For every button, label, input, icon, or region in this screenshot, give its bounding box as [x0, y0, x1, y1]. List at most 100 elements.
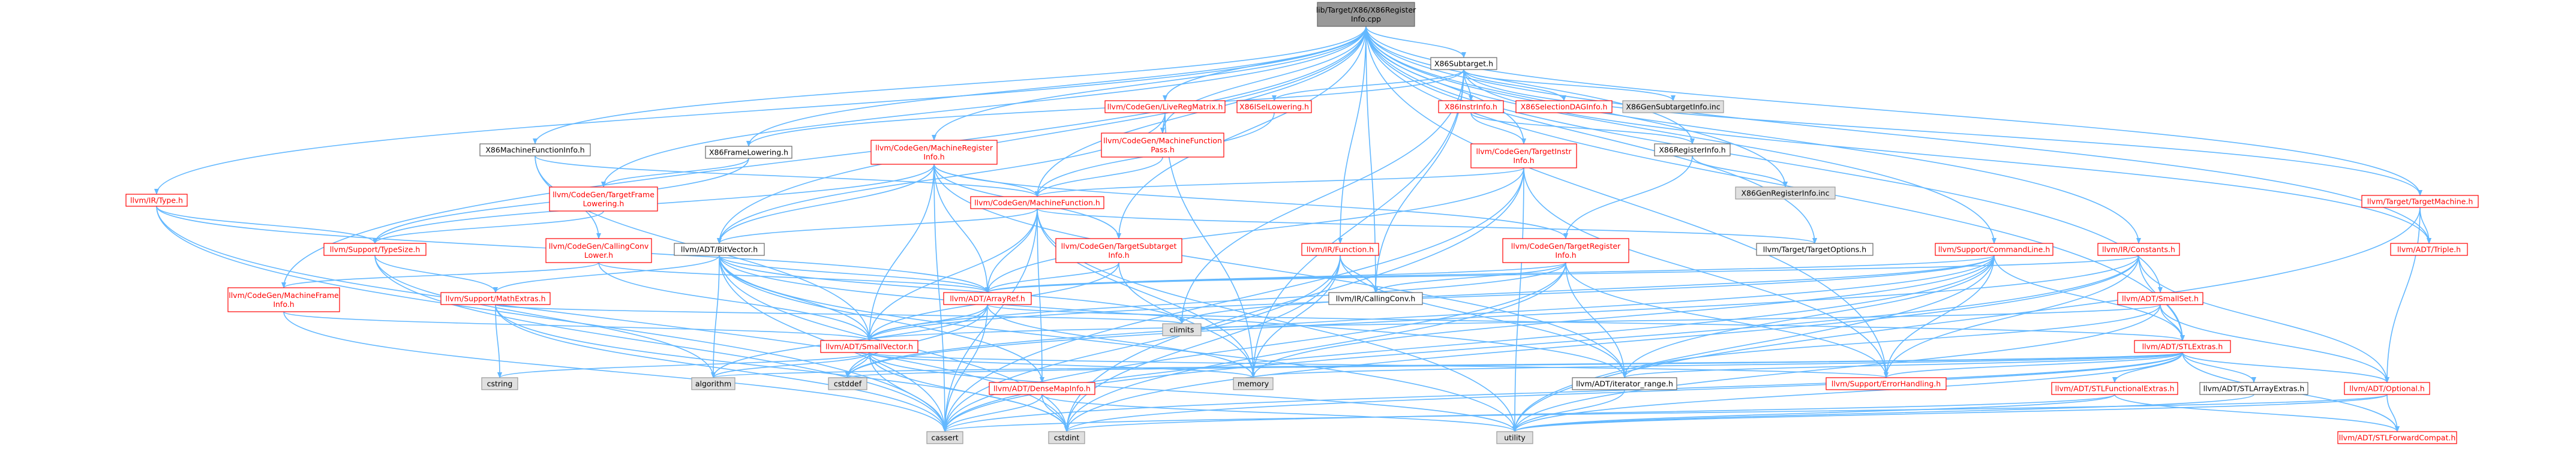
- edge-x86machinefunctioninfo-h-to-machinefunction-h: [535, 155, 1040, 197]
- edge-bitvector-h-to-smallvector-h: [719, 255, 872, 341]
- node-label: llvm/ADT/ArrayRef.h: [950, 294, 1025, 303]
- node-targetoptions-h[interactable]: llvm/Target/TargetOptions.h: [1756, 243, 1874, 256]
- edge-targetregisterinfo-h-to-cstdint: [1064, 262, 1566, 432]
- node-x86machinefunctioninfo-h[interactable]: X86MachineFunctionInfo.h: [479, 143, 591, 156]
- node-label: X86GenRegisterInfo.inc: [1742, 189, 1830, 198]
- node-label: Lowering.h: [583, 199, 625, 208]
- edge-root-to-irtype-h: [154, 26, 1367, 195]
- node-box: [989, 382, 1095, 395]
- node-liveregmatrix-h[interactable]: llvm/CodeGen/LiveRegMatrix.h: [1104, 100, 1226, 113]
- node-box: [2134, 340, 2231, 353]
- edge-bitvector-h-to-densemapinfo-h: [719, 255, 1044, 383]
- node-box: [870, 140, 998, 165]
- node-x86setlowering-h[interactable]: X86ISelLowering.h: [1236, 100, 1312, 113]
- edge-smallset-h-to-optional-h: [2160, 304, 2389, 383]
- node-box: [125, 194, 188, 207]
- edge-typesize-h-to-algorithm: [374, 255, 716, 378]
- edge-liveregmatrix-h-to-memory: [1164, 112, 1256, 378]
- node-cstdint: cstdint: [1048, 431, 1085, 444]
- node-typesize-h[interactable]: llvm/Support/TypeSize.h: [323, 243, 427, 256]
- node-cassert: cassert: [926, 431, 963, 444]
- node-errorhandling-h[interactable]: llvm/Support/ErrorHandling.h: [1826, 377, 1947, 390]
- node-irtype-h[interactable]: llvm/IR/Type.h: [125, 194, 188, 207]
- node-box: [1502, 238, 1629, 263]
- node-label: cstddef: [834, 379, 862, 388]
- node-smallset-h[interactable]: llvm/ADT/SmallSet.h: [2117, 292, 2203, 305]
- edge-machineregisterinfo-h-to-arrayref-h: [933, 164, 990, 293]
- node-callingconv-h[interactable]: llvm/IR/CallingConv.h: [1328, 292, 1423, 305]
- node-densemapinfo-h[interactable]: llvm/ADT/DenseMapInfo.h: [989, 382, 1095, 395]
- edge-irfunction-h-to-cstdint: [1064, 255, 1341, 432]
- node-label: llvm/ADT/Triple.h: [2397, 245, 2461, 254]
- node-label: llvm/Support/ErrorHandling.h: [1832, 379, 1941, 388]
- node-x86instrinfo-h[interactable]: X86InstrInfo.h: [1438, 100, 1504, 113]
- node-commandline-h[interactable]: llvm/Support/CommandLine.h: [1935, 243, 2053, 256]
- edge-root-to-smallset-h: [1365, 26, 2163, 293]
- node-mathextras-h[interactable]: llvm/Support/MathExtras.h: [440, 292, 551, 305]
- edge-targetinstrinfo-h-to-cstdint: [1064, 167, 1524, 432]
- node-root[interactable]: lib/Target/X86/X86RegisterInfo.cpp: [1316, 2, 1416, 27]
- node-box: [2390, 243, 2468, 256]
- node-label: utility: [1504, 433, 1526, 442]
- edge-arrayref-h-to-cassert: [942, 304, 988, 432]
- edge-root-to-targetframelowering-h: [601, 26, 1367, 188]
- node-targetmachine-h[interactable]: llvm/Target/TargetMachine.h: [2361, 195, 2479, 208]
- node-machinefunction-h[interactable]: llvm/CodeGen/MachineFunction.h: [970, 196, 1104, 209]
- node-label: X86ISelLowering.h: [1239, 103, 1309, 112]
- edge-stlextras-h-to-iterator-range-h: [1622, 352, 2183, 378]
- node-cstring: cstring: [481, 377, 518, 390]
- node-box: [970, 196, 1104, 209]
- node-irconstants-h[interactable]: llvm/IR/Constants.h: [2097, 243, 2180, 256]
- node-stlfunctionalextras-h[interactable]: llvm/ADT/STLFunctionalExtras.h: [2051, 382, 2178, 395]
- node-bitvector-h[interactable]: llvm/ADT/BitVector.h: [674, 243, 765, 256]
- edge-stlextras-h-to-optional-h: [2182, 352, 2389, 383]
- node-box: [828, 377, 867, 390]
- node-irfunction-h[interactable]: llvm/IR/Function.h: [1301, 243, 1379, 256]
- node-iterator-range-h[interactable]: llvm/ADT/iterator_range.h: [1572, 377, 1677, 390]
- edge-commandline-h-to-errorhandling-h: [1884, 255, 1995, 378]
- edge-stlfunctionalextras-h-to-stlforwardcompat-h: [2114, 394, 2400, 432]
- node-box: [227, 287, 340, 312]
- node-box: [1826, 377, 1947, 390]
- edge-commandline-h-to-memory: [1251, 255, 1995, 378]
- node-x86registerinfo-h[interactable]: X86RegisterInfo.h: [1654, 143, 1731, 156]
- node-label: llvm/CodeGen/LiveRegMatrix.h: [1107, 103, 1223, 112]
- node-box: [1048, 431, 1085, 444]
- edge-x86subtarget-h-to-targetmachine-h: [1463, 69, 2422, 196]
- node-box: [1328, 292, 1423, 305]
- node-label: llvm/ADT/DenseMapInfo.h: [993, 384, 1091, 393]
- node-label: llvm/Support/TypeSize.h: [330, 245, 421, 254]
- edge-x86subtarget-h-to-x86gensubtargetinfo-inc: [1463, 69, 1676, 101]
- edge-root-to-stlextras-h: [1365, 26, 2185, 341]
- node-x86selectiondaginfo-h[interactable]: X86SelectionDAGInfo.h: [1515, 100, 1613, 113]
- node-box: [1104, 100, 1226, 113]
- edge-x86instrinfo-h-to-targetinstrinfo-h: [1470, 112, 1526, 144]
- node-memory: memory: [1233, 377, 1274, 390]
- node-arrayref-h[interactable]: llvm/ADT/ArrayRef.h: [943, 292, 1032, 305]
- node-label: llvm/CodeGen/TargetSubtarget: [1061, 242, 1177, 251]
- node-triple-h[interactable]: llvm/ADT/Triple.h: [2390, 243, 2468, 256]
- node-stlextras-h[interactable]: llvm/ADT/STLExtras.h: [2134, 340, 2231, 353]
- node-x86subtarget-h[interactable]: X86Subtarget.h: [1430, 57, 1497, 70]
- edge-targetinstrinfo-h-to-utility: [1512, 167, 1524, 432]
- node-stlarrayextras-h[interactable]: llvm/ADT/STLArrayExtras.h: [2199, 382, 2308, 395]
- node-label: llvm/IR/CallingConv.h: [1336, 294, 1416, 303]
- node-x86framelowering-h[interactable]: X86FrameLowering.h: [705, 146, 792, 159]
- node-box: [2117, 292, 2203, 305]
- node-optional-h[interactable]: llvm/ADT/Optional.h: [2344, 382, 2430, 395]
- edge-commandline-h-to-cassert: [942, 255, 1995, 432]
- node-box: [1756, 243, 1874, 256]
- node-stlforwardcompat-h[interactable]: llvm/ADT/STLForwardCompat.h: [2337, 431, 2457, 444]
- node-smallvector-h[interactable]: llvm/ADT/SmallVector.h: [820, 340, 918, 353]
- edge-bitvector-h-to-iterator-range-h: [719, 255, 1627, 378]
- edge-stlextras-h-to-cassert: [942, 352, 2183, 432]
- node-label: climits: [1170, 326, 1194, 335]
